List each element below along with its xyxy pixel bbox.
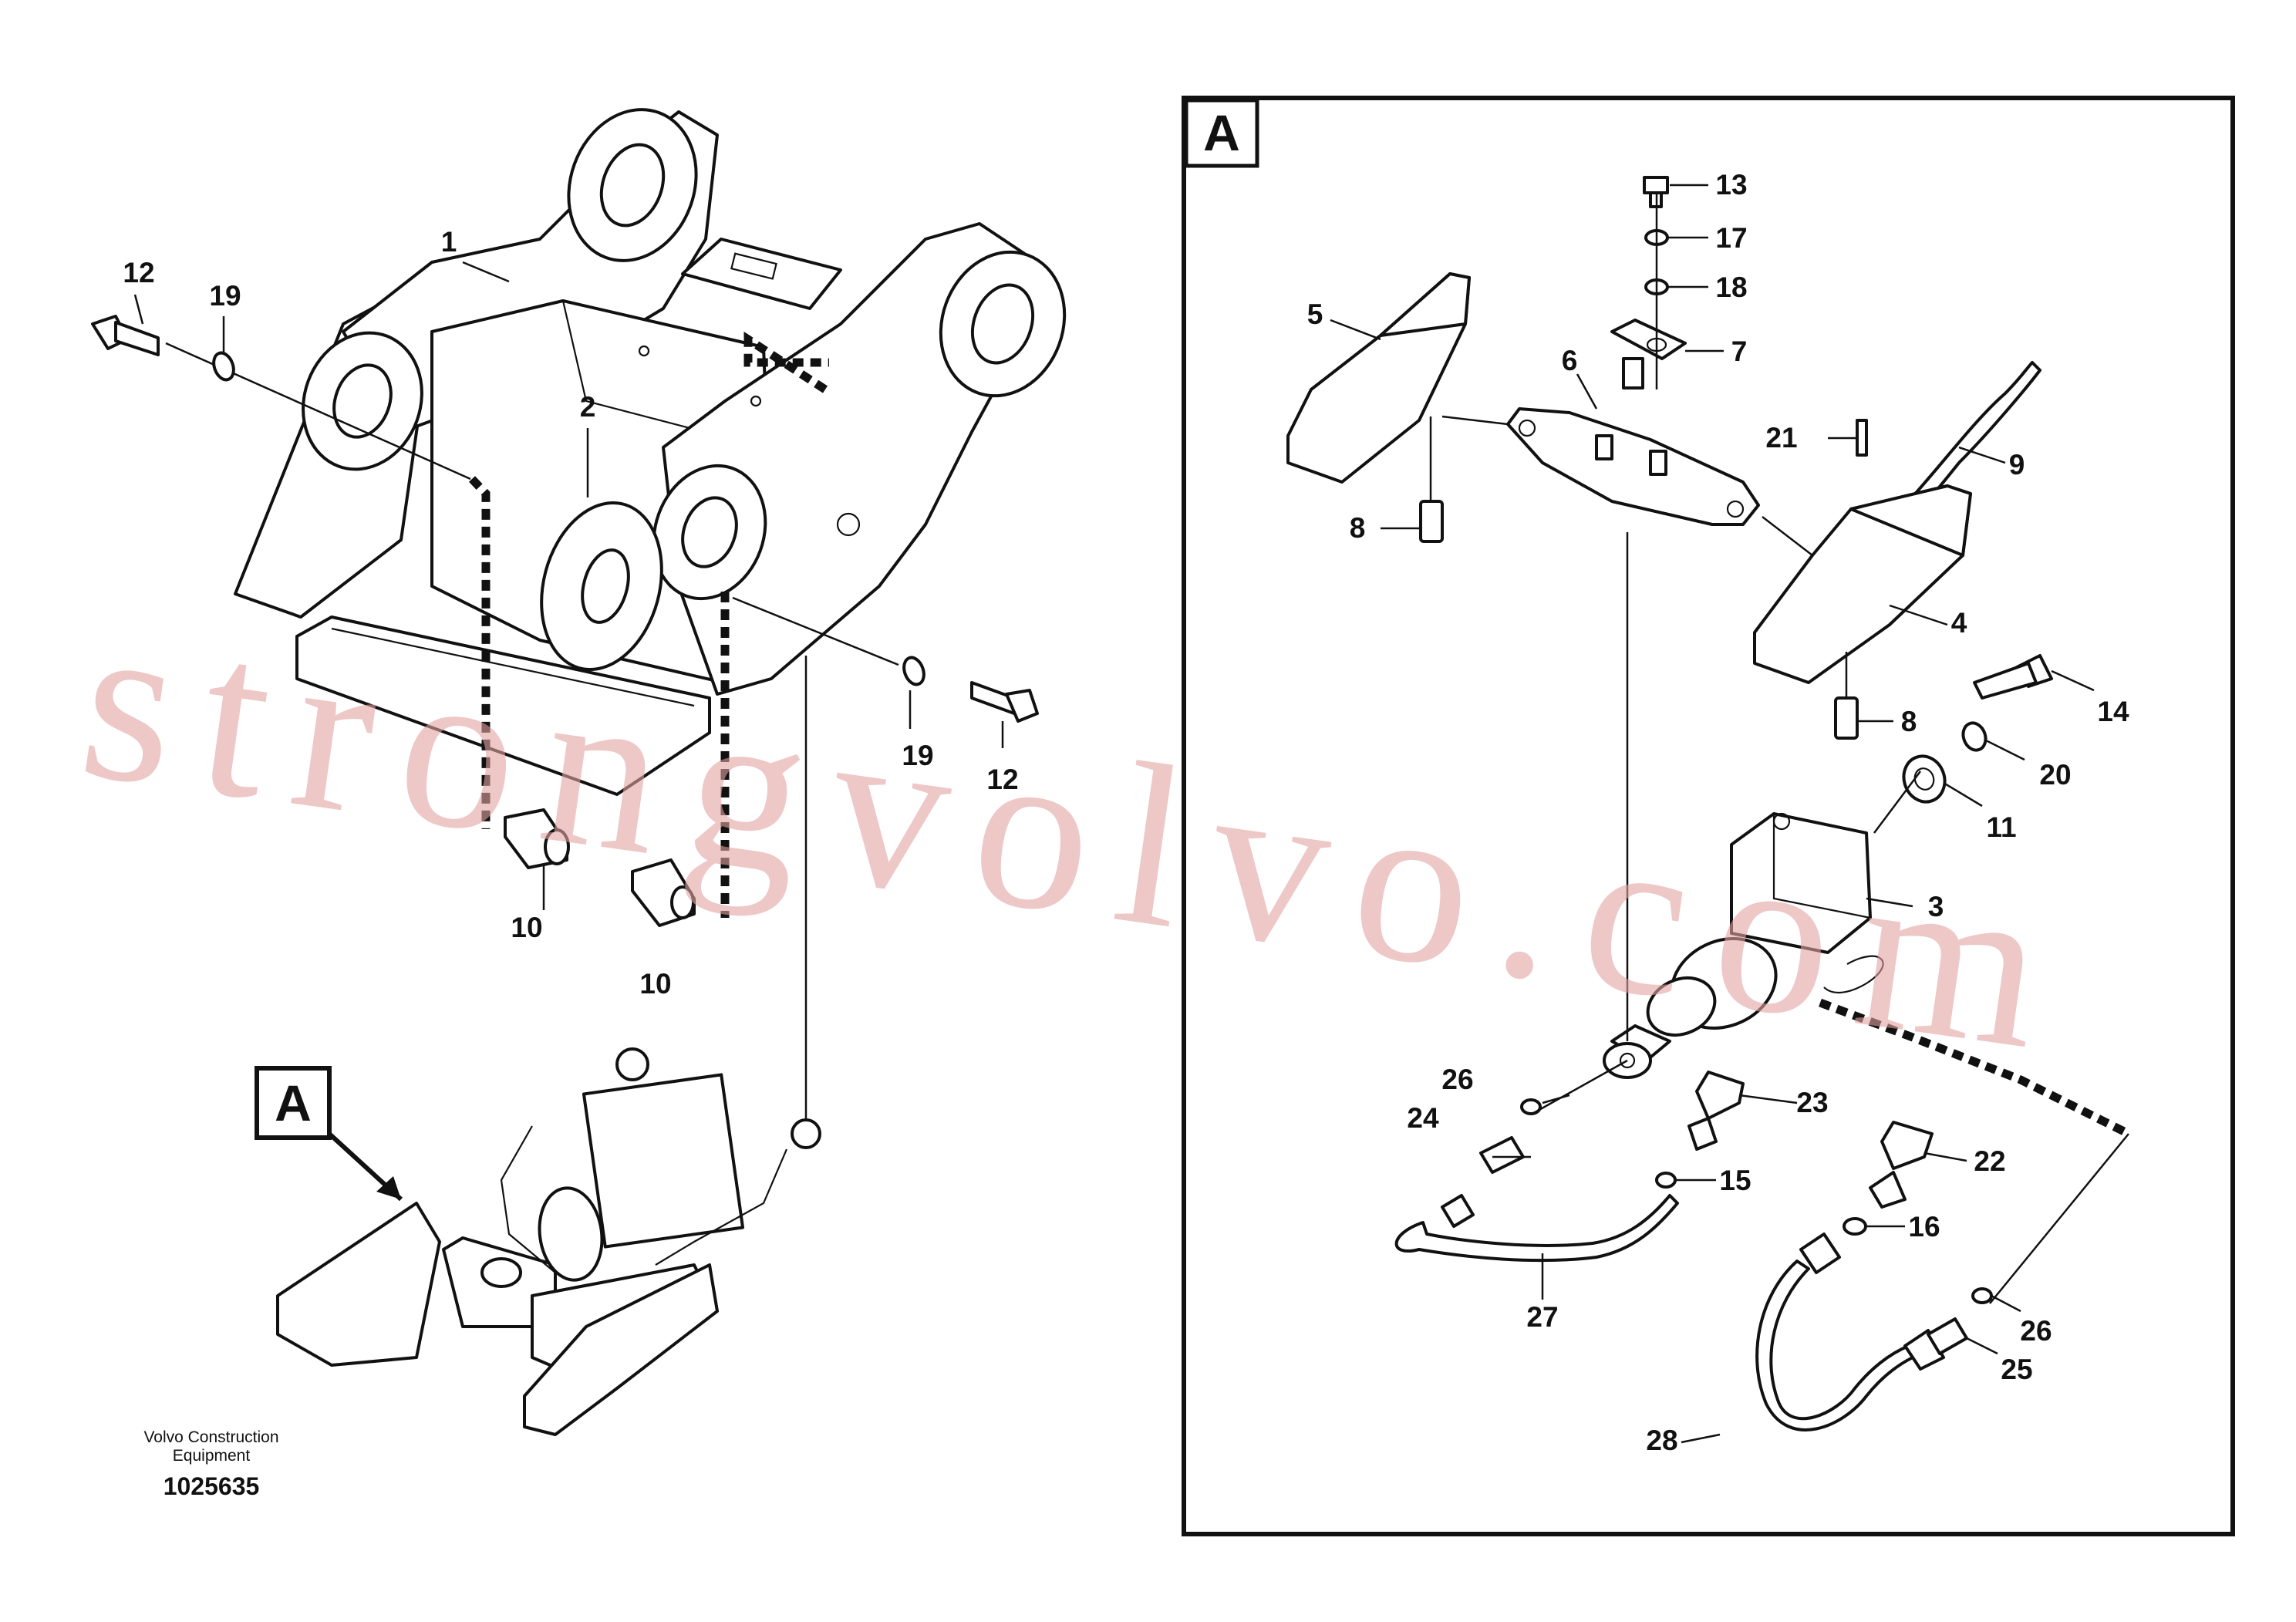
label-5: 5 (1307, 298, 1323, 330)
label-11: 11 (1986, 811, 2016, 843)
label-19-left: 19 (209, 280, 241, 312)
label-15: 15 (1719, 1165, 1751, 1196)
label-8-left: 8 (1350, 512, 1366, 544)
label-10-right: 10 (639, 968, 671, 1000)
quick-coupler-frame (234, 108, 1067, 796)
label-27: 27 (1526, 1301, 1558, 1333)
label-12-right: 12 (986, 764, 1018, 795)
label-8-right: 8 (1901, 706, 1917, 737)
detail-dashed-line (1819, 998, 2131, 1138)
label-7: 7 (1731, 336, 1748, 367)
document-number: 1025635 (164, 1472, 260, 1500)
label-1: 1 (441, 226, 457, 258)
credit-line-2: Equipment (173, 1447, 251, 1465)
detail-a-frame: A (1182, 96, 2235, 1536)
credit-line-1: Volvo Construction (143, 1428, 278, 1446)
label-2: 2 (580, 391, 596, 423)
label-24-left: 24 (1407, 1102, 1439, 1134)
label-21: 21 (1765, 422, 1797, 454)
detail-part-labels: 13 17 18 7 5 6 21 9 8 4 8 14 20 11 3 26 … (1307, 169, 2129, 1456)
label-17: 17 (1715, 222, 1747, 254)
label-26-left: 26 (1441, 1064, 1473, 1095)
label-16: 16 (1908, 1211, 1940, 1243)
label-6: 6 (1562, 345, 1578, 376)
label-25: 25 (2001, 1354, 2032, 1385)
label-22: 22 (1974, 1145, 2005, 1177)
label-3: 3 (1928, 891, 1944, 922)
label-9: 9 (2009, 449, 2025, 481)
overview-callout-a-label: A (275, 1074, 312, 1131)
label-13: 13 (1715, 169, 1747, 201)
label-10-left: 10 (511, 912, 542, 943)
overview-small-parts (91, 315, 1039, 927)
label-26-right: 26 (2020, 1315, 2052, 1347)
detail-a-label: A (1203, 104, 1240, 161)
overview-dashed-lines (469, 331, 829, 918)
overview-part-labels: 1 2 12 19 19 12 10 10 (123, 226, 1018, 1000)
label-28: 28 (1646, 1425, 1677, 1456)
label-4: 4 (1951, 607, 1967, 639)
label-14: 14 (2097, 696, 2129, 727)
label-23: 23 (1796, 1087, 1828, 1118)
overview-lock-assembly (276, 1047, 821, 1436)
label-20: 20 (2039, 759, 2071, 791)
label-19-right: 19 (902, 740, 933, 771)
label-12-left: 12 (123, 257, 154, 288)
overview-callout-a: A (255, 1066, 403, 1202)
detail-leaders (1330, 184, 2129, 1444)
credit-block: Volvo Construction Equipment 1025635 (143, 1428, 278, 1500)
label-18: 18 (1715, 271, 1747, 303)
